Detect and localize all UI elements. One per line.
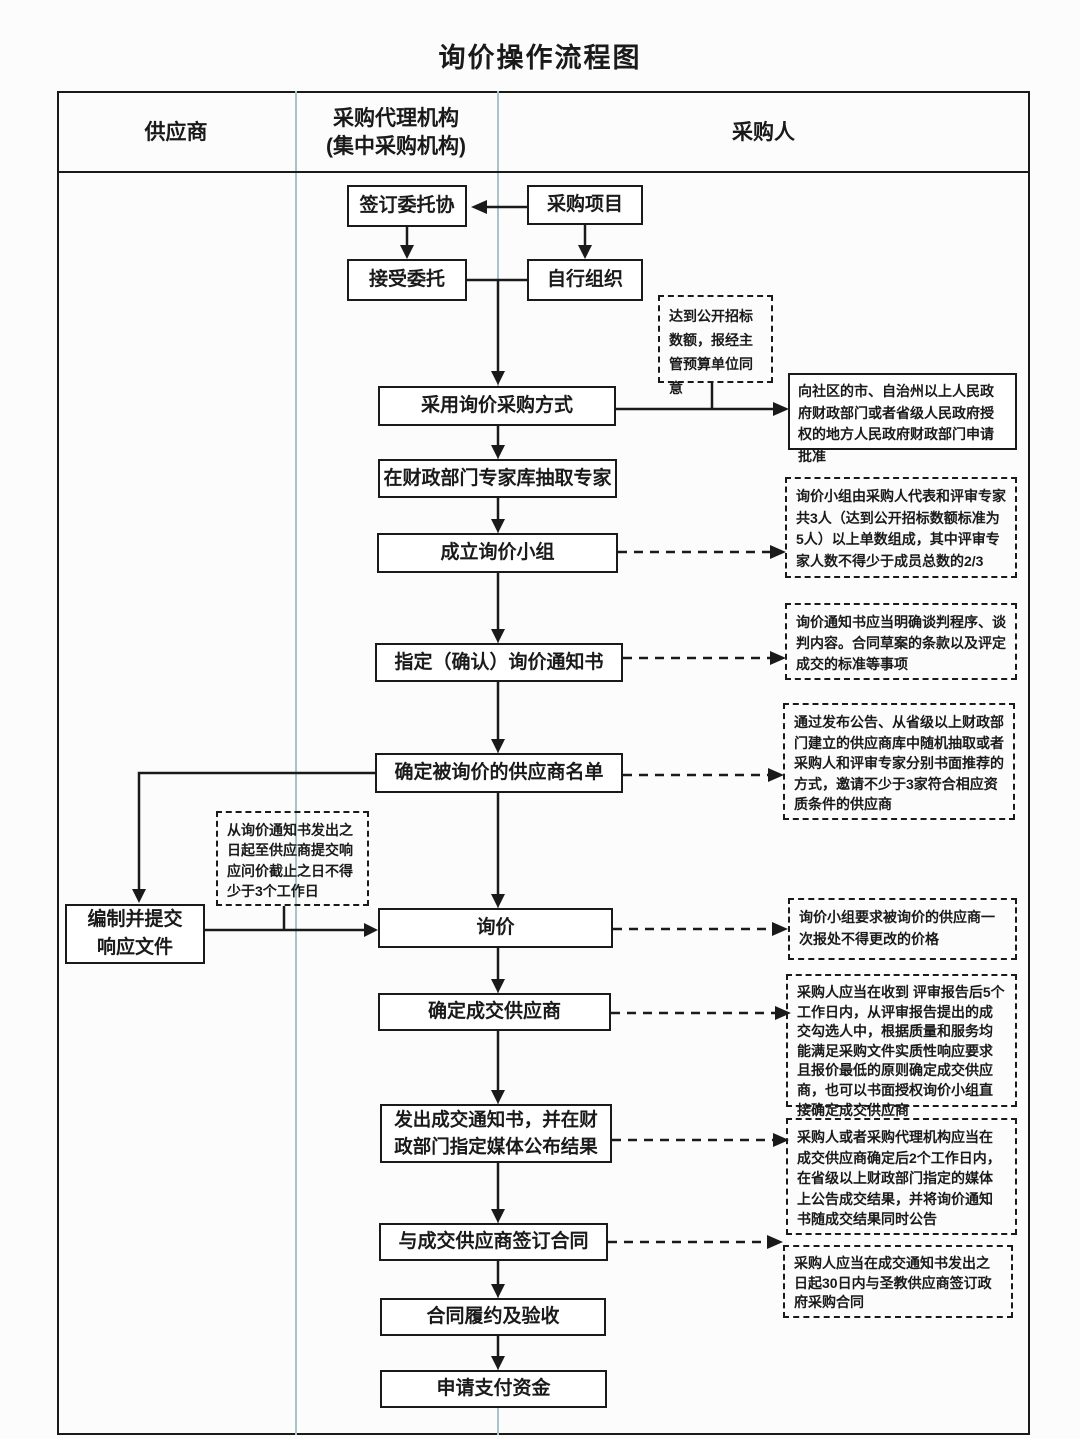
arrowhead-experts-to-team — [491, 519, 505, 533]
process-box-procurement-project: 采购项目 — [527, 185, 643, 225]
lane-header-purchaser: 采购人 — [497, 95, 1030, 171]
arrowhead-team-to-notice — [491, 629, 505, 643]
arrowhead-list-to-inquiry — [491, 894, 505, 908]
arrowhead-notice-content — [770, 651, 786, 665]
arrowhead-winner-determination — [775, 1006, 791, 1020]
header-separator-line — [57, 171, 1030, 173]
process-box-inquiry: 询价 — [378, 908, 613, 948]
process-box-designate-notice: 指定（确认）询价通知书 — [375, 643, 623, 682]
process-box-determine-supplier-list: 确定被询价的供应商名单 — [375, 753, 623, 793]
lane-divider-supplier-agency — [295, 91, 297, 1435]
arrowhead-inquiry-to-winner — [491, 979, 505, 993]
diagram-frame — [57, 91, 1030, 1435]
process-box-determine-winning-supplier: 确定成交供应商 — [378, 993, 611, 1031]
process-box-self-organize: 自行组织 — [527, 259, 643, 301]
line-list-to-prepare — [137, 771, 375, 889]
arrowhead-performance-to-payment — [491, 1356, 505, 1370]
arrowhead-contract-to-performance — [491, 1284, 505, 1298]
process-box-accept-entrustment: 接受委托 — [347, 259, 467, 301]
arrowhead-project-to-selforganize — [578, 245, 592, 259]
process-box-adopt-inquiry-method: 采用询价采购方式 — [378, 386, 616, 426]
arrowhead-prepare-to-inquiry — [364, 923, 378, 937]
annotation-apply-approval: 向社区的市、自治州以上人民政府财政部门或者省级人民政府授权的地方人民政府财政部门… — [788, 373, 1017, 464]
process-box-issue-notice-publish: 发出成交通知书，并在财政部门指定媒体公布结果 — [380, 1104, 612, 1163]
arrowhead-result-announcement — [773, 1133, 789, 1147]
prepare-submit-response-line2: 响应文件 — [96, 937, 173, 958]
process-box-sign-contract: 与成交供应商签订合同 — [379, 1223, 608, 1261]
arrowhead-notice-to-list — [491, 739, 505, 753]
arrowhead-one-quote — [772, 922, 788, 936]
arrowhead-project-to-agreement — [471, 200, 487, 214]
solid-connectors — [132, 200, 789, 1370]
prepare-submit-response-line1: 编制并提交 — [87, 909, 183, 931]
process-box-sign-agreement: 签订委托协 — [347, 185, 467, 227]
annotation-tender-threshold: 达到公开招标数额，报经主管预算单位同意 — [658, 295, 773, 396]
annotation-supplier-selection: 通过发布公告、从省级以上财政部门建立的供应商库中随机抽取或者采购人和评审专家分别… — [783, 703, 1015, 820]
arrowhead-team-composition — [770, 545, 786, 559]
annotation-team-composition: 询价小组由采购人代表和评审专家共3人（达到公开招标数额标准为5人）以上单数组成，… — [785, 477, 1017, 578]
dashed-connectors — [608, 545, 791, 1249]
lane-header-agency-line2: (集中采购机构) — [326, 135, 466, 158]
arrowhead-contract-deadline — [767, 1235, 783, 1249]
arrowhead-agreement-to-accept — [400, 245, 414, 259]
lane-header-supplier: 供应商 — [57, 95, 295, 171]
arrowhead-supplier-selection — [768, 768, 784, 782]
arrowhead-issue-to-contract — [491, 1209, 505, 1223]
process-box-prepare-submit-response: 编制并提交 响应文件 — [65, 904, 205, 964]
arrowhead-list-to-prepare — [132, 889, 146, 903]
lane-header-purchaser-label: 采购人 — [732, 120, 795, 144]
page-title: 询价操作流程图 — [438, 43, 642, 73]
lane-header-agency: 采购代理机构 (集中采购机构) — [295, 95, 497, 171]
arrowhead-winner-to-issue — [491, 1090, 505, 1104]
annotation-notice-content: 询价通知书应当明确谈判程序、谈判内容。合同草案的条款以及评定成交的标准等事项 — [785, 603, 1017, 680]
annotation-result-announcement: 采购人或者采购代理机构应当在成交供应商确定后2个工作日内，在省级以上财政部门指定… — [786, 1118, 1017, 1235]
annotation-one-quote: 询价小组要求被询价的供应商一次报处不得更改的价格 — [788, 898, 1017, 960]
process-box-contract-performance: 合同履约及验收 — [380, 1298, 606, 1336]
lane-header-supplier-label: 供应商 — [144, 120, 208, 144]
process-box-form-inquiry-team: 成立询价小组 — [377, 533, 618, 573]
process-box-apply-payment: 申请支付资金 — [380, 1370, 607, 1408]
annotation-contract-deadline: 采购人应当在成交通知书发出之日起30日内与圣教供应商签订政府采购合同 — [783, 1245, 1013, 1318]
arrowhead-adopt-to-approval — [773, 402, 789, 416]
lane-header-agency-line1: 采购代理机构 — [333, 106, 459, 130]
arrowhead-junction-to-adopt — [491, 371, 505, 385]
annotation-response-deadline: 从询价通知书发出之日起至供应商提交响应问价截止之日不得少于3个工作日 — [216, 811, 369, 906]
annotation-winner-determination: 采购人应当在收到 评审报告后5个工作日内，从评审报告提出的成交勾选人中，根据质量… — [786, 974, 1017, 1118]
process-box-draw-experts: 在财政部门专家库抽取专家 — [378, 459, 617, 498]
arrowhead-adopt-to-experts — [491, 445, 505, 459]
